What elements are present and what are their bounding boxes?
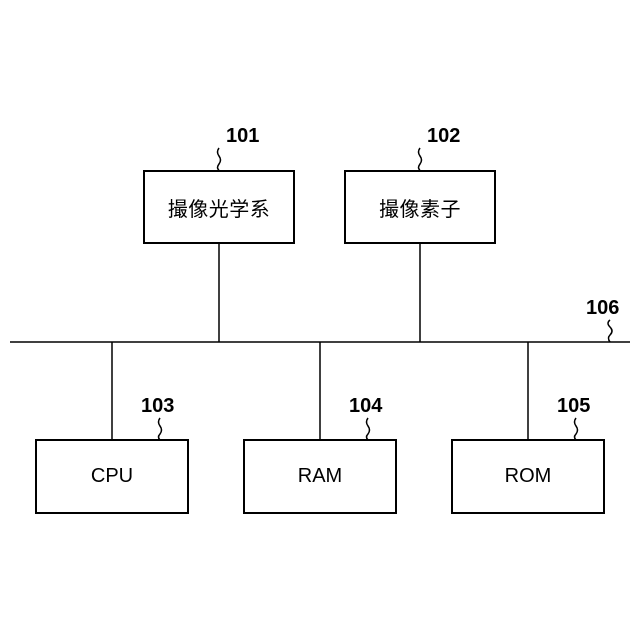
imaging-optics-label: 撮像光学系 (168, 193, 271, 222)
imaging-optics-block: 撮像光学系 (143, 170, 295, 244)
leader-101 (218, 148, 221, 170)
cpu-label: CPU (91, 465, 133, 488)
ref-101: 101 (226, 126, 259, 146)
ref-104: 104 (349, 396, 382, 416)
ram-label: RAM (298, 465, 342, 488)
leader-106 (608, 320, 612, 342)
leader-103 (159, 418, 162, 440)
ref-102: 102 (427, 126, 460, 146)
ref-106: 106 (586, 298, 619, 318)
leader-104 (367, 418, 370, 440)
ref-105: 105 (557, 396, 590, 416)
cpu-block: CPU (35, 439, 189, 514)
rom-block: ROM (451, 439, 605, 514)
ram-block: RAM (243, 439, 397, 514)
ref-103: 103 (141, 396, 174, 416)
rom-label: ROM (505, 465, 552, 488)
leader-102 (419, 148, 422, 170)
leader-105 (575, 418, 578, 440)
image-sensor-block: 撮像素子 (344, 170, 496, 244)
image-sensor-label: 撮像素子 (379, 193, 461, 222)
